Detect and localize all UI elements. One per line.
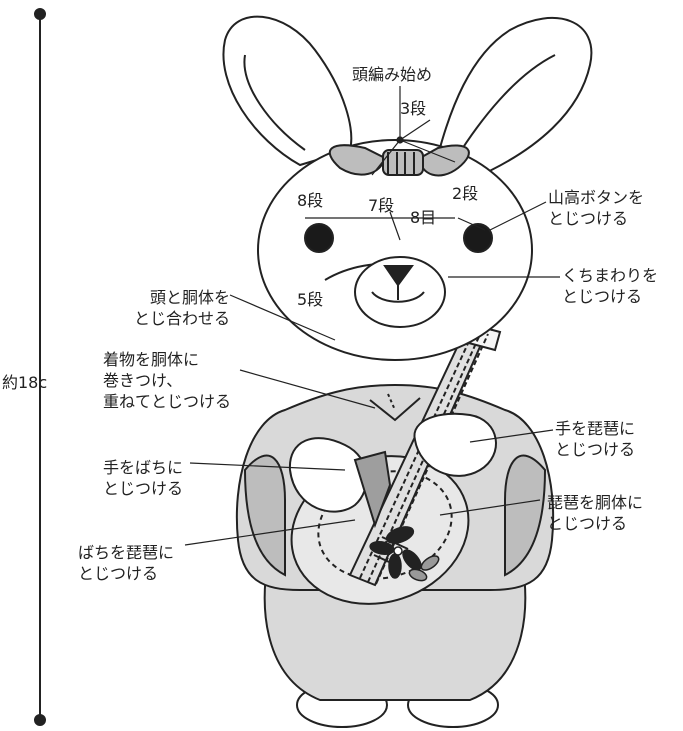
stitch8-label: 8目 <box>410 208 437 227</box>
row7-label: 7段 <box>368 196 395 215</box>
hand-pipa-label: 手を琵琶に とじつける <box>555 419 636 459</box>
head <box>257 139 533 361</box>
mouth-label: くちまわりを とじつける <box>562 266 659 306</box>
hand-pick-label: 手をばちに とじつける <box>103 458 184 498</box>
height-dimension <box>34 8 46 726</box>
height-label: 約18c <box>2 373 48 392</box>
row5-label: 5段 <box>297 290 324 309</box>
leader-lines <box>184 86 560 546</box>
pipa-flower <box>369 526 440 582</box>
row8-label: 8段 <box>297 191 324 210</box>
row3-label: 3段 <box>400 99 427 118</box>
head-start-label: 頭編み始め <box>352 65 433 84</box>
head-body-label: 頭と胴体を とじ合わせる <box>133 288 230 328</box>
pick-pipa-label: ばちを琵琶に とじつける <box>78 543 175 583</box>
pipa-body-label: 琵琶を胴体に とじつける <box>547 493 644 533</box>
hands <box>288 412 497 529</box>
button-label: 山高ボタンを とじつける <box>548 188 645 228</box>
row2-label: 2段 <box>452 184 479 203</box>
kimono-label: 着物を胴体に 巻きつけ、 重ねてとじつける <box>103 350 232 411</box>
